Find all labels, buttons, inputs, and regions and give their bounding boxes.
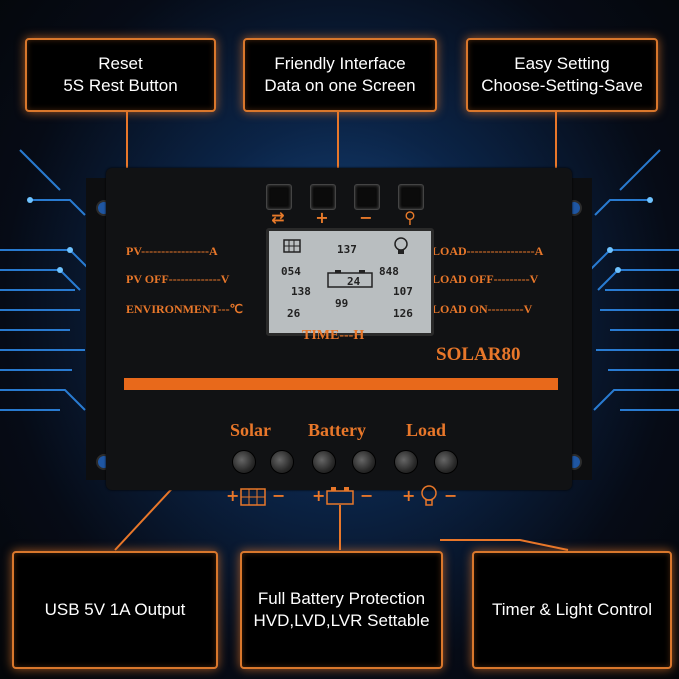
solar-positive-terminal[interactable]: [232, 450, 256, 474]
interface-callout: Friendly Interface Data on one Screen: [243, 38, 437, 112]
pv-off-label: PV OFF-------------V: [126, 272, 230, 286]
usb-callout: USB 5V 1A Output: [12, 551, 218, 669]
callout-title: Full Battery Protection: [257, 589, 426, 608]
callout-subtitle: HVD,LVD,LVR Settable: [253, 611, 430, 630]
battery-terminal-label: Battery: [308, 420, 366, 440]
lcd-value: 107: [393, 285, 413, 298]
callout-subtitle: Choose-Setting-Save: [481, 76, 643, 95]
solar-charge-controller: ⇄ + − ⚲ PV-----------------A PV OFF-----…: [86, 158, 592, 506]
minus-sign: −: [360, 486, 374, 505]
minus-sign: −: [444, 486, 458, 505]
load-positive-terminal[interactable]: [394, 450, 418, 474]
controller-face: ⇄ + − ⚲ PV-----------------A PV OFF-----…: [106, 168, 572, 490]
bulb-icon: [421, 485, 437, 506]
callout-title: Friendly Interface: [274, 54, 406, 73]
pv-label: PV-----------------A: [126, 244, 218, 258]
load-on-label: LOAD ON---------V: [432, 302, 533, 316]
lcd-value: 24: [347, 275, 361, 288]
battery-negative-terminal[interactable]: [352, 450, 376, 474]
time-label: TIME---H: [302, 328, 365, 343]
minus-button[interactable]: [354, 184, 380, 210]
solar-panel-icon: [283, 239, 301, 253]
solar-negative-terminal[interactable]: [270, 450, 294, 474]
plus-sign: +: [312, 486, 326, 505]
plus-sign: +: [402, 486, 416, 505]
callout-title: Reset: [98, 54, 143, 73]
callout-subtitle: Data on one Screen: [264, 76, 416, 95]
environment-label: ENVIRONMENT---℃: [126, 302, 244, 316]
timer-callout: Timer & Light Control: [472, 551, 672, 669]
lcd-value: 138: [291, 285, 311, 298]
load-terminal-label: Load: [406, 420, 447, 440]
set-button[interactable]: [398, 184, 424, 210]
lcd-value: 26: [287, 307, 301, 320]
lcd-value: 137: [337, 243, 357, 256]
reset-button[interactable]: [266, 184, 292, 210]
lcd-value: 054: [281, 265, 301, 278]
solar-panel-icon: [240, 488, 266, 506]
solar-terminal-label: Solar: [230, 420, 272, 440]
reset-callout: Reset 5S Rest Button: [25, 38, 216, 112]
lcd-screen: 137 054 24 848 138 107 26 99 126: [266, 228, 434, 336]
callout-title: Easy Setting: [514, 54, 610, 73]
load-off-label: LOAD OFF---------V: [432, 272, 539, 286]
battery-icon: [326, 487, 354, 505]
lcd-value: 99: [335, 297, 349, 310]
plus-button[interactable]: [310, 184, 336, 210]
lcd-value: 848: [379, 265, 399, 278]
bulb-icon: [394, 237, 408, 254]
accent-stripe: [124, 378, 558, 390]
callout-title: USB 5V 1A Output: [44, 600, 186, 619]
plus-sign: +: [226, 486, 240, 505]
minus-sign: −: [272, 486, 286, 505]
brand-label: SOLAR80: [436, 344, 521, 365]
battery-icon: [327, 270, 373, 288]
callout-subtitle: 5S Rest Button: [63, 76, 178, 95]
bulb-icon: ⚲: [404, 208, 416, 227]
setting-callout: Easy Setting Choose-Setting-Save: [466, 38, 658, 112]
lcd-value: 126: [393, 307, 413, 320]
callout-title: Timer & Light Control: [492, 600, 652, 619]
swap-arrows-icon: ⇄: [271, 208, 285, 227]
battery-protection-callout: Full Battery Protection HVD,LVD,LVR Sett…: [240, 551, 443, 669]
minus-icon: −: [359, 208, 373, 227]
battery-positive-terminal[interactable]: [312, 450, 336, 474]
load-label: LOAD-----------------A: [432, 244, 544, 258]
load-negative-terminal[interactable]: [434, 450, 458, 474]
plus-icon: +: [315, 208, 329, 227]
